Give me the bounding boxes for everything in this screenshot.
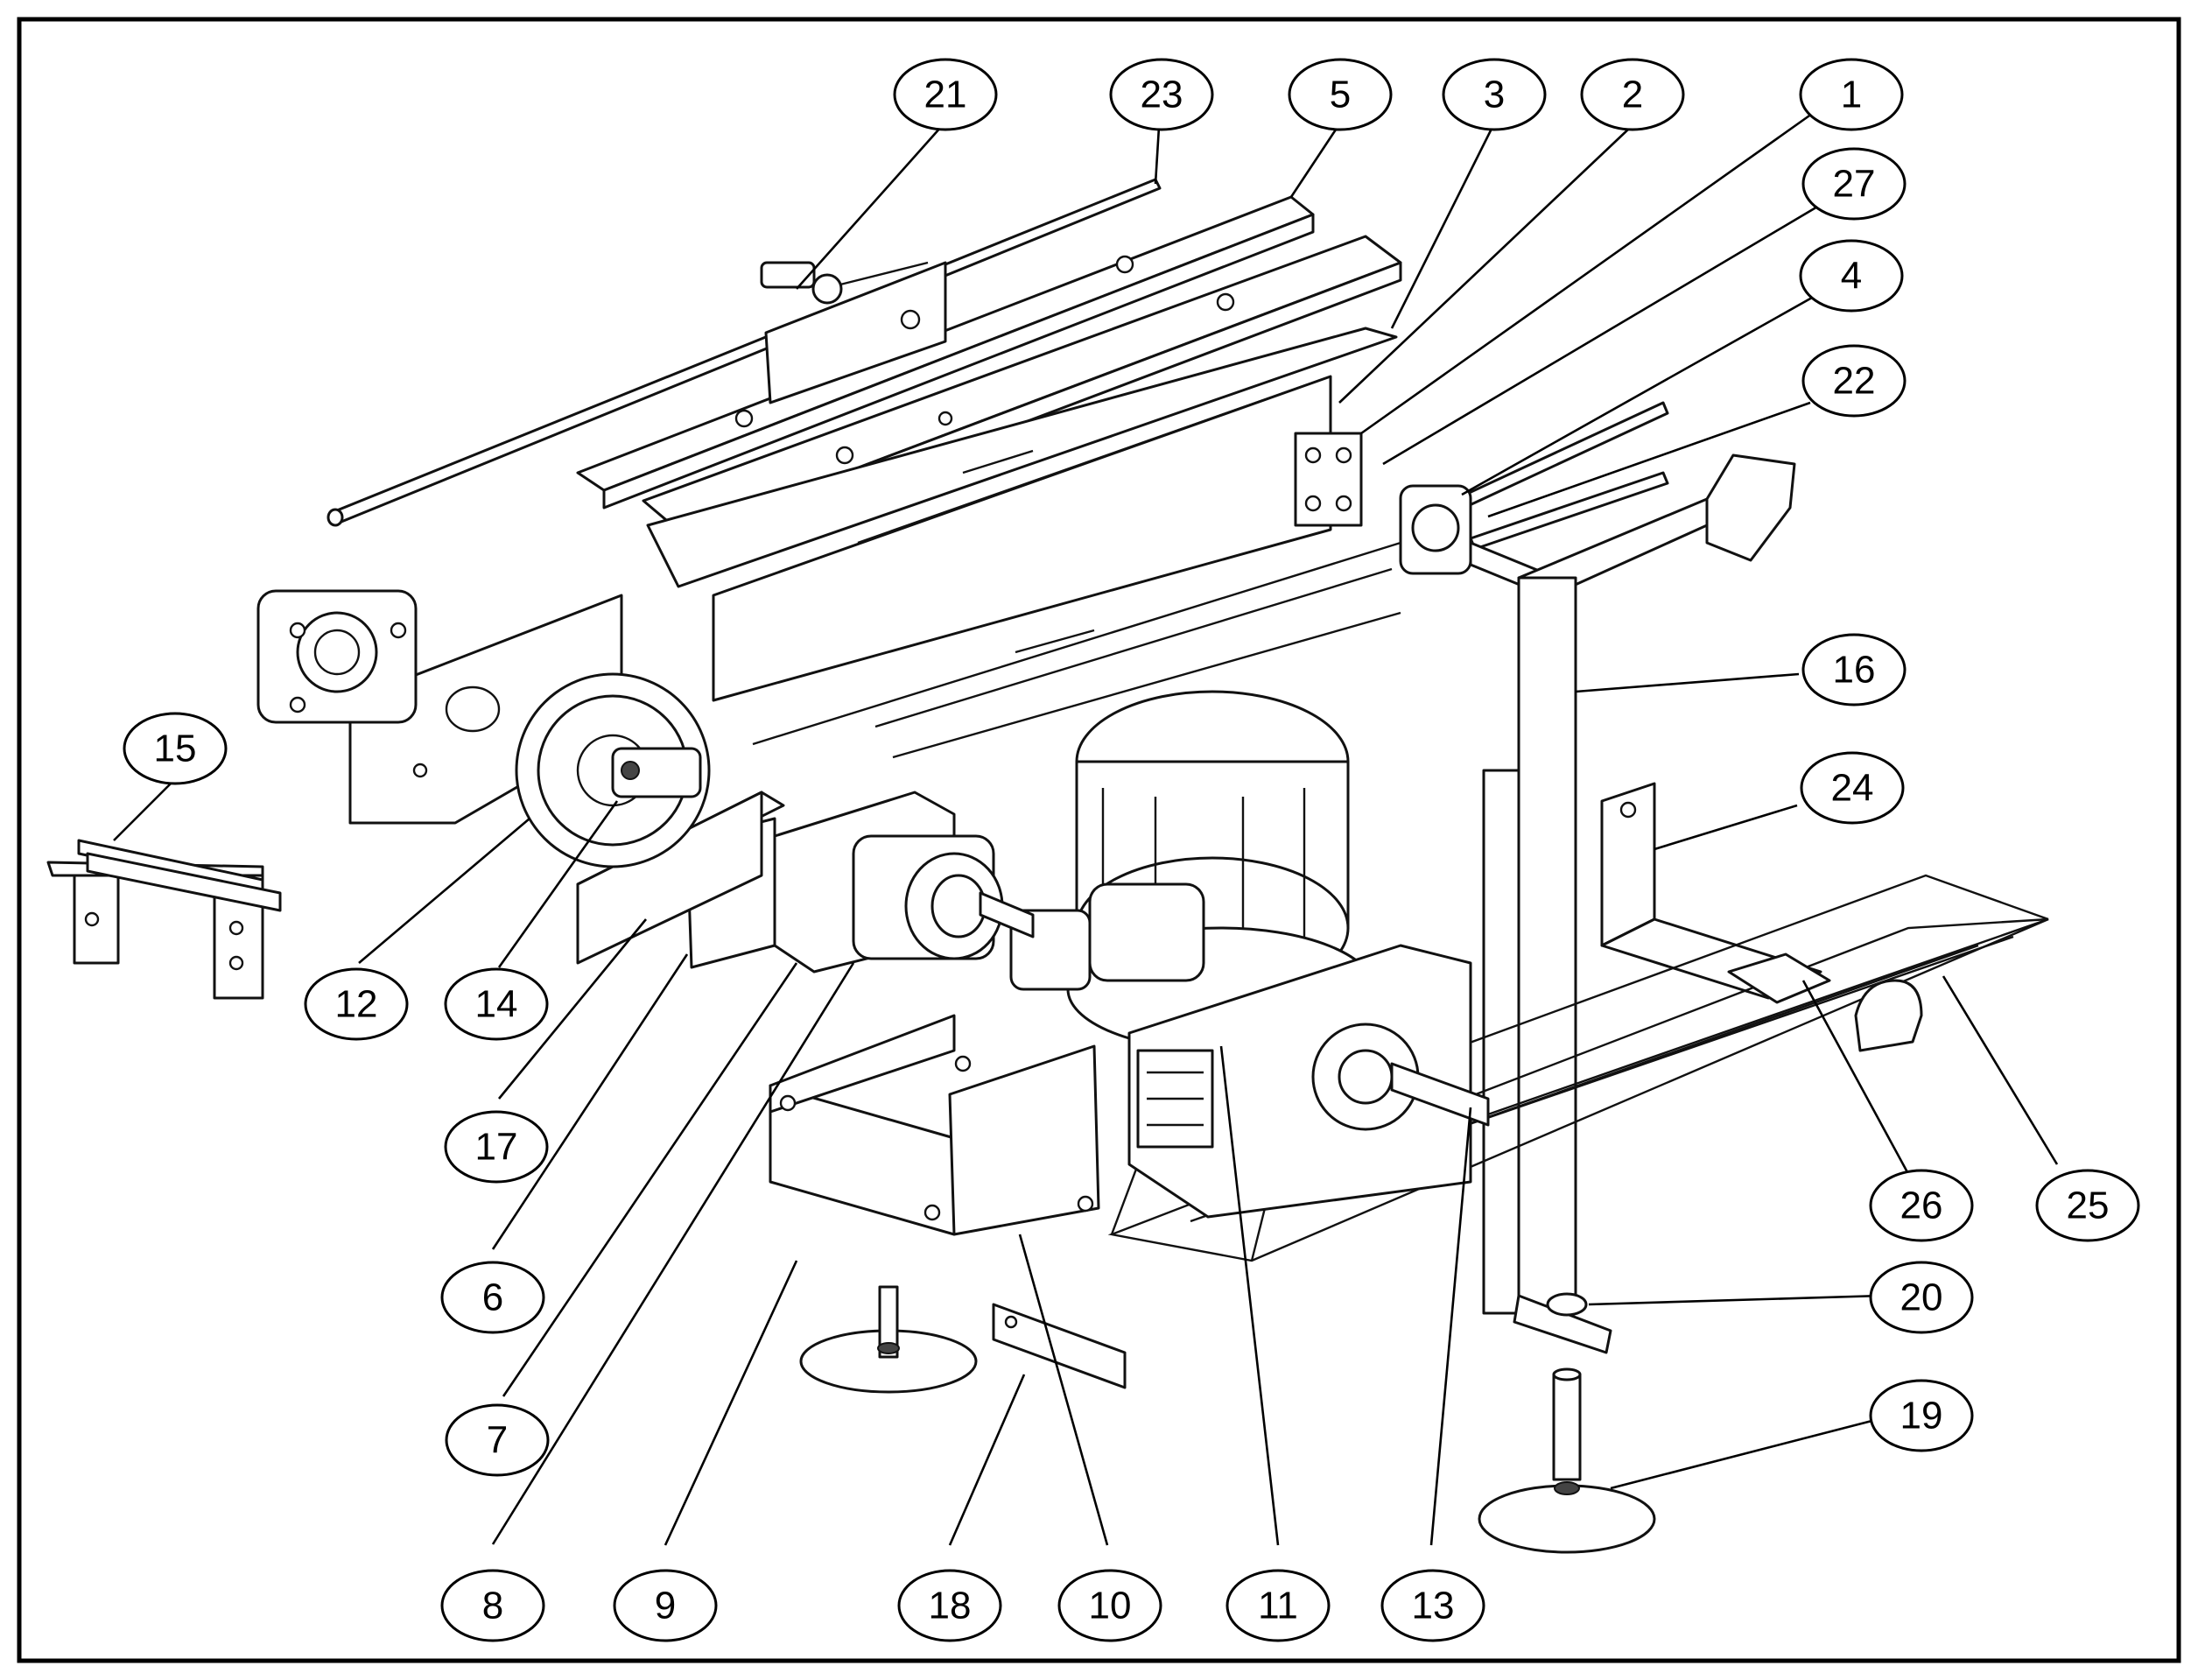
guide-bracket	[760, 261, 947, 404]
callout-label-4: 4	[1841, 255, 1862, 298]
parts-line-art	[46, 178, 2049, 1554]
callout-bubble-6	[440, 1261, 545, 1334]
callout-label-13: 13	[1412, 1585, 1455, 1627]
callout-label-3: 3	[1484, 74, 1505, 116]
callout-bubble-19	[1869, 1379, 1974, 1452]
callout-bubble-18	[897, 1569, 1002, 1642]
callout-label-21: 21	[924, 74, 967, 116]
callout-label-5: 5	[1330, 74, 1351, 116]
support-plate	[576, 791, 785, 965]
side-frame-beam	[712, 375, 1401, 759]
mounting-plates	[769, 1014, 1100, 1236]
gearbox	[1127, 944, 1490, 1219]
callout-bubble-24	[1800, 751, 1905, 825]
end-block	[1294, 432, 1363, 527]
cover-sheet	[646, 327, 1398, 588]
callout-label-6: 6	[482, 1276, 503, 1319]
callout-bubble-15	[123, 712, 228, 785]
callout-bubble-1	[1799, 58, 1904, 131]
motor-support-bracket	[1482, 453, 1796, 1354]
callout-bubble-12	[304, 967, 409, 1041]
callout-bubble-26	[1869, 1169, 1974, 1242]
callout-label-14: 14	[475, 983, 518, 1026]
flange-block	[256, 589, 418, 724]
clamp-26	[1727, 952, 1923, 1052]
callout-bubble-14	[444, 967, 549, 1041]
callout-label-27: 27	[1833, 163, 1876, 206]
callout-label-16: 16	[1833, 649, 1876, 692]
drawing-border	[17, 17, 2181, 1663]
callout-bubble-16	[1801, 633, 1907, 706]
callout-label-12: 12	[335, 983, 378, 1026]
callout-label-19: 19	[1900, 1395, 1943, 1437]
callout-bubble-20	[1869, 1261, 1974, 1334]
callout-label-10: 10	[1089, 1585, 1132, 1627]
roller-assembly	[46, 839, 282, 1000]
callout-bubble-10	[1057, 1569, 1162, 1642]
callout-bubble-4	[1799, 239, 1904, 313]
callout-label-26: 26	[1900, 1184, 1943, 1227]
leveling-foot-right	[1478, 1367, 1656, 1554]
callout-label-1: 1	[1841, 74, 1862, 116]
callout-label-23: 23	[1141, 74, 1183, 116]
callout-labels: 21 23 5 3 2 1 27 4 22 16 24 15 12 14 17 …	[154, 74, 2110, 1627]
shim-plate	[992, 1303, 1127, 1389]
callout-bubble-23	[1109, 58, 1214, 131]
bearing-shaft	[1399, 484, 1569, 606]
leader-lines	[113, 112, 2059, 1546]
guide-rods	[1416, 401, 1669, 551]
callout-bubble-3	[1442, 58, 1547, 131]
callout-bubble-5	[1288, 58, 1393, 131]
callout-label-7: 7	[487, 1419, 508, 1462]
callout-label-11: 11	[1258, 1585, 1298, 1627]
callout-bubble-27	[1801, 147, 1907, 221]
callout-label-22: 22	[1833, 360, 1876, 403]
callout-label-2: 2	[1622, 74, 1643, 116]
callout-label-15: 15	[154, 728, 197, 770]
callout-label-17: 17	[475, 1126, 518, 1169]
callout-bubble-9	[613, 1569, 718, 1642]
callout-bubble-11	[1225, 1569, 1331, 1642]
callout-label-9: 9	[655, 1585, 676, 1627]
callout-bubble-8	[440, 1569, 545, 1642]
callout-label-24: 24	[1831, 767, 1874, 810]
callout-bubble-7	[445, 1403, 550, 1477]
callout-label-25: 25	[2067, 1184, 2110, 1227]
callout-label-8: 8	[482, 1585, 503, 1627]
callout-bubble-25	[2035, 1169, 2140, 1242]
callout-bubble-21	[893, 58, 998, 131]
callout-label-18: 18	[929, 1585, 972, 1627]
leveling-foot-left	[799, 1285, 978, 1394]
callout-bubble-22	[1801, 344, 1907, 418]
callout-bubble-17	[444, 1110, 549, 1184]
callout-bubble-13	[1380, 1569, 1485, 1642]
callout-label-20: 20	[1900, 1276, 1943, 1319]
sprocket	[515, 672, 711, 868]
callout-bubble-2	[1580, 58, 1685, 131]
callout-bubbles	[123, 58, 2140, 1642]
